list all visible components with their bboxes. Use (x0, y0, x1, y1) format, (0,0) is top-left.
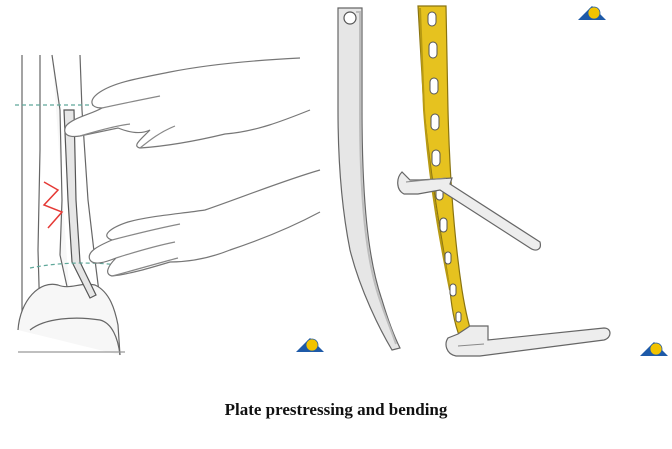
plate-edge (419, 7, 451, 291)
talus (29, 317, 121, 356)
yellow-plate (417, 5, 475, 343)
screw-line-bottom (29, 262, 121, 269)
ankle-joint (17, 283, 121, 356)
upper-iron-slot (405, 177, 447, 183)
upper-hand-finger (79, 95, 176, 149)
tibia-shaft (51, 54, 71, 301)
template-shade (356, 11, 397, 345)
side-plate (63, 109, 97, 299)
fibula (21, 55, 41, 330)
plate-bending-panel (397, 5, 611, 357)
bone-prestressing-panel (15, 54, 321, 356)
upper-hand (64, 57, 311, 149)
plate-holes (427, 11, 462, 323)
bending-template (337, 7, 401, 351)
ao-logo-icon (640, 342, 668, 356)
ao-logo-icon (578, 6, 606, 20)
upper-bending-iron (397, 171, 541, 251)
tibia-shaft-right (79, 54, 101, 301)
lower-iron-slot (457, 343, 485, 347)
figure-caption: Plate prestressing and bending (224, 400, 448, 419)
lower-hand (88, 169, 321, 277)
lower-bending-iron (445, 325, 611, 357)
template-body (337, 7, 401, 351)
template-hole (343, 11, 357, 25)
fracture-mark (42, 181, 64, 229)
lower-hand-finger (111, 223, 181, 277)
ao-logo-icon (296, 338, 324, 352)
